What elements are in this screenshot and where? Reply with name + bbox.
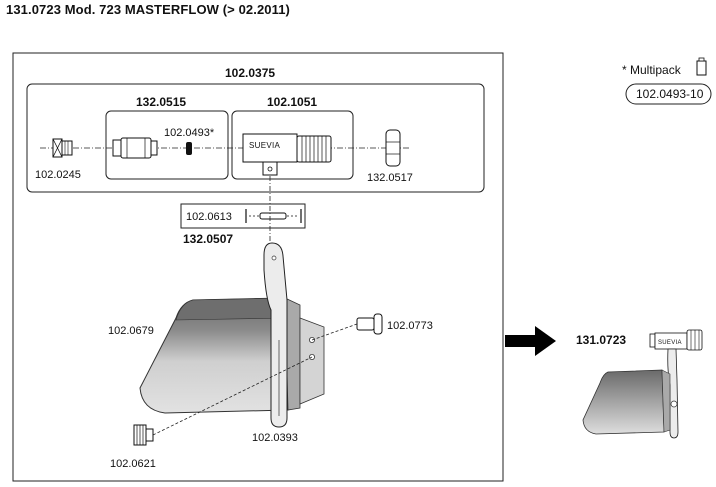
lever-part-0393 [263, 242, 288, 428]
brand-label-suevia: SUEVIA [249, 141, 281, 150]
rivet-part-0773 [356, 313, 383, 335]
part-label-0517: 132.0517 [367, 172, 413, 184]
part-label-0679: 102.0679 [108, 325, 154, 337]
result-arrow [505, 326, 556, 356]
pin-part-0613 [245, 209, 302, 223]
assembly-box-102-0375 [26, 83, 485, 193]
page-title: 131.0723 Mod. 723 MASTERFLOW (> 02.2011) [6, 2, 290, 17]
assembly-label-102-1051: 102.1051 [267, 95, 317, 109]
assembly-label-132-0515: 132.0515 [136, 95, 186, 109]
valve-body-part [112, 137, 158, 159]
assembly-label-102-0375: 102.0375 [225, 66, 275, 80]
nut-part-0245 [52, 138, 73, 158]
main-frame [12, 52, 504, 482]
result-brand-label: SUEVIA [658, 340, 682, 346]
part-label-0773: 102.0773 [387, 320, 433, 332]
screw-part-0621 [133, 424, 154, 446]
assembly-box-102-1051 [231, 110, 354, 180]
pin-box-132-0507 [180, 203, 306, 229]
multipack-box-icon [696, 57, 707, 76]
multipack-code: 102.0493-10 [636, 87, 704, 101]
part-label-0621: 102.0621 [110, 458, 156, 470]
rivet-dash-line [311, 323, 358, 341]
multipack-code-badge [625, 83, 712, 105]
result-code-label: 131.0723 [576, 333, 626, 347]
screw-dash-line [152, 356, 313, 436]
part-label-0393: 102.0393 [252, 432, 298, 444]
cap-nut-part-0517 [385, 129, 401, 167]
assembly-label-132-0507: 132.0507 [183, 232, 233, 246]
part-label-0493: 102.0493* [164, 127, 215, 139]
result-assembly-image [582, 329, 703, 439]
multipack-label: * Multipack [622, 63, 682, 77]
o-ring-part [186, 142, 192, 155]
suevia-housing-part [242, 133, 332, 176]
assembly-box-132-0515 [105, 110, 229, 180]
part-label-0245: 102.0245 [35, 169, 81, 181]
part-label-0613: 102.0613 [186, 211, 232, 223]
bowl-part-0679 [139, 297, 325, 414]
